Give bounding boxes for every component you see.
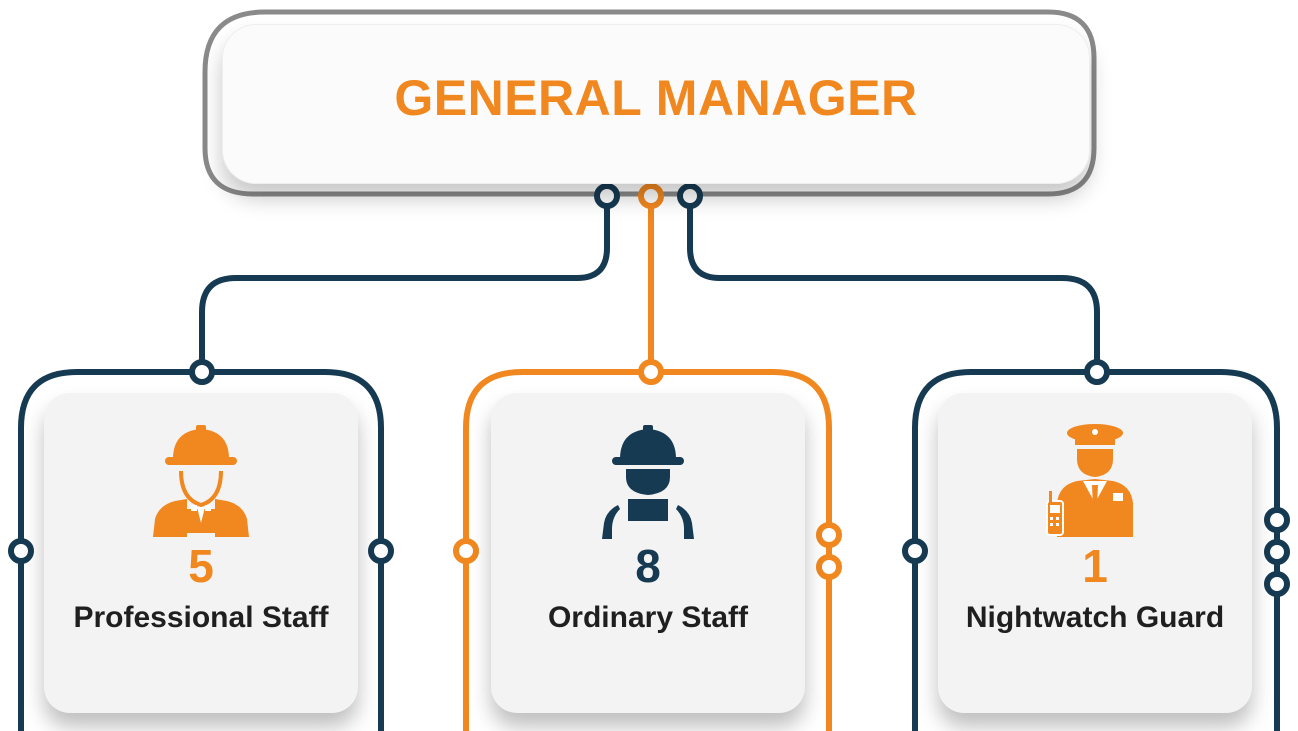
node-left-right-side — [368, 538, 394, 564]
node-center-right-2 — [816, 554, 842, 580]
nightwatch-guard-label: Nightwatch Guard — [965, 601, 1225, 634]
professional-staff-label: Professional Staff — [73, 601, 329, 634]
node-right-right-2 — [1264, 539, 1290, 565]
node-top-center — [638, 183, 664, 209]
node-left-top — [189, 359, 215, 385]
node-top-right — [677, 183, 703, 209]
connector-left — [199, 205, 610, 362]
node-center-right-1 — [816, 522, 842, 548]
general-manager-box: GENERAL MANAGER — [222, 24, 1090, 184]
nightwatch-guard-count: 1 — [1082, 540, 1108, 592]
professional-staff-card: 5 Professional Staff — [44, 393, 358, 713]
node-center-top — [638, 359, 664, 385]
engineer-icon — [153, 425, 249, 537]
connector-right — [687, 205, 1100, 362]
ordinary-staff-count: 8 — [635, 540, 661, 592]
node-left-side — [8, 538, 34, 564]
node-right-side — [902, 538, 928, 564]
node-right-right-3 — [1264, 571, 1290, 597]
worker-icon — [602, 425, 694, 539]
node-right-right-1 — [1264, 507, 1290, 533]
node-right-top — [1084, 359, 1110, 385]
ordinary-staff-card: 8 Ordinary Staff — [491, 393, 805, 713]
ordinary-staff-label: Ordinary Staff — [547, 601, 749, 634]
security-guard-icon — [1046, 424, 1133, 537]
professional-staff-count: 5 — [188, 540, 214, 592]
general-manager-title: GENERAL MANAGER — [394, 70, 918, 126]
nightwatch-guard-card: 1 Nightwatch Guard — [938, 393, 1252, 713]
node-top-left — [594, 183, 620, 209]
node-center-side — [453, 538, 479, 564]
